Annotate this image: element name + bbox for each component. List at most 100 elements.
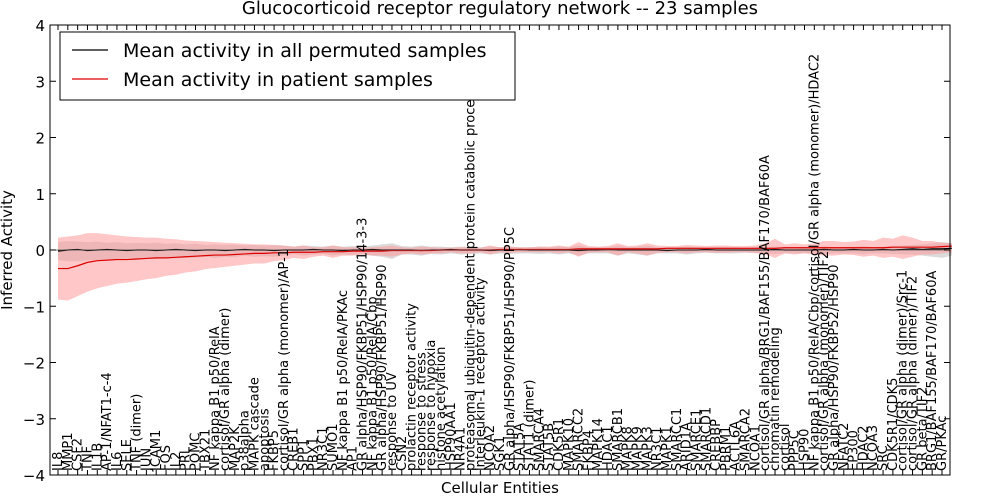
x-tick-label: GR alpha/HSP90/FKBP51/HSP90/14-3-3 — [355, 218, 370, 471]
x-tick-label: cortisol/GR alpha/BRG1/BAF155/BAF170/BAF… — [758, 155, 773, 471]
x-tick-label: SMARCA2 — [739, 408, 754, 471]
x-tick-label: NCOA3 — [866, 425, 881, 471]
x-tick-label: ICAM1 — [149, 430, 164, 471]
x-tick-label: MAPK1 — [660, 426, 675, 471]
x-tick-label: MMP1 — [61, 432, 76, 471]
x-tick-label: cortisol/GR alpha (monomer)/AP-1 — [277, 249, 292, 471]
x-tick-label: SRC — [876, 445, 891, 471]
series-lines — [50, 245, 952, 270]
x-tick-label: apoptosis — [257, 408, 272, 471]
x-tick-label: proteasomal ubiquitin-dependent protein … — [464, 86, 479, 471]
x-tick-label: SGK1 — [493, 436, 508, 471]
x-tick-label: IL1B — [90, 443, 105, 471]
x-tick-label: GR alpha/HSP90/FKBP52/HSP90 — [827, 264, 842, 471]
y-tick-label: 1 — [35, 186, 45, 204]
chart-title: Glucocorticoid receptor regulatory netwo… — [242, 0, 758, 19]
x-tick-label: ARID1A — [680, 422, 695, 471]
x-tick-label: SUMO1 — [326, 424, 341, 472]
x-tick-label: CDK5R1 — [552, 418, 567, 471]
y-tick-label: −4 — [23, 467, 45, 485]
x-tick-label: NR3C1 — [316, 427, 331, 471]
x-tick-label: STAT5B — [542, 423, 557, 471]
x-tick-label: GR alpha/HSP90/FKBP51/HSP90 — [375, 264, 390, 471]
x-tick-label: IL6 — [110, 452, 125, 471]
x-tick-label: BRG1/BAF155/BAF170/BAF60A — [925, 271, 940, 471]
x-tick-label: NCOA2 — [483, 425, 498, 471]
x-tick-label: cortisol — [778, 424, 793, 472]
x-tick-label: MAPK14 — [591, 418, 606, 471]
x-tick-label: NR4A1 — [454, 427, 469, 471]
x-tick-label: SMARCC2 — [572, 408, 587, 471]
y-axis-label: Inferred Activity — [0, 190, 16, 310]
x-tick-label: SELE — [120, 439, 135, 471]
x-tick-label: SPP1 — [297, 439, 312, 471]
x-tick-label: AP-1/NFAT1-c-4 — [100, 372, 115, 471]
x-tick-label: NF kappa B1 p50/RelA/Cbp/cortisol/GR alp… — [807, 54, 822, 471]
x-tick-label: MAPK cascade — [247, 377, 262, 471]
x-tick-label: SMARCC1 — [670, 408, 685, 471]
x-tick-label: MAP2K — [228, 426, 243, 471]
x-tick-label: GR alpha/HSP90/FKBP51/HSP90/PP5C — [503, 227, 518, 471]
x-tick-label: MAPK9 — [631, 426, 646, 471]
x-tick-label: FOS — [159, 445, 174, 471]
y-tick-label: 2 — [35, 130, 45, 148]
x-tick-label: GR beta/TIF2 — [915, 387, 930, 471]
x-tick-label: NF kappa B1 p50/RelA/Cbp — [365, 296, 380, 471]
x-tick-label: STAT1 (dimer) — [522, 380, 537, 471]
x-tick-label: p38alpha — [238, 410, 253, 471]
x-tick-label: PPP5C — [788, 430, 803, 471]
x-tick-label: histone acetylation — [434, 347, 449, 471]
x-tick-label: SMARCB1 — [611, 408, 626, 471]
x-tick-label: cortisol/GR alpha (monomer)/TIF2 — [817, 251, 832, 471]
x-axis-label: Cellular Entities — [441, 479, 559, 497]
x-tick-label: interleukin-1 receptor activity — [473, 277, 488, 471]
x-tick-label: CDK5R1/CDK5 — [886, 378, 901, 471]
x-tick-label: CREBBP — [709, 419, 724, 471]
axis-ticks: −4 −3 −2 −1 0 1 2 3 4 — [23, 17, 950, 485]
x-tick-label: SMARCE1 — [689, 409, 704, 471]
x-tick-label: chromatin remodeling — [768, 327, 783, 471]
x-tick-label: NF kappa B1 p50/RelA — [208, 326, 223, 471]
x-tick-label: cortisol/GR alpha (dimer) — [218, 308, 233, 471]
x-tick-label: response to stress — [414, 352, 429, 471]
x-tick-label: TBX21 — [198, 429, 213, 472]
y-tick-label: 0 — [35, 242, 45, 260]
legend-box — [59, 31, 516, 101]
x-tick-label: MAPK3 — [640, 426, 655, 471]
x-tick-label: HDAC1 — [601, 425, 616, 471]
x-tick-label: STAT5A — [513, 423, 528, 471]
x-tick-label: MAPK8 — [621, 426, 636, 471]
x-tick-label: response to hypoxia — [424, 340, 439, 471]
legend-label-permuted: Mean activity in all permuted samples — [123, 40, 486, 62]
x-tick-label: SMARCA4 — [532, 408, 547, 471]
x-tick-label: PBRM1 — [719, 426, 734, 471]
x-tick-label: TNF — [80, 446, 95, 472]
x-tick-label: response to UV — [385, 372, 400, 471]
y-tick-label: −1 — [23, 298, 45, 316]
x-tick-label: JUN — [139, 448, 154, 472]
x-tick-label: ACTL6A — [729, 421, 744, 471]
x-tick-label: HSP90 — [797, 429, 812, 471]
x-tick-label: GR/PKAc — [935, 416, 950, 471]
x-tick-label: AP1 — [346, 446, 361, 471]
x-tick-label: MAPK10 — [562, 418, 577, 471]
legend-label-patient: Mean activity in patient samples — [123, 69, 433, 91]
x-tick-label: prolactin receptor activity — [405, 303, 420, 471]
line-series-1 — [58, 245, 952, 270]
x-tick-label: EP300 — [847, 430, 862, 471]
y-tick-label: −3 — [23, 411, 45, 429]
x-tick-label: CSN2 — [395, 436, 410, 471]
x-tick-label: FKBP5 — [267, 430, 282, 471]
x-tick-label: PRL — [179, 446, 194, 471]
x-tick-label: TNF (dimer) — [130, 394, 145, 472]
y-tick-label: 3 — [35, 73, 45, 91]
x-tick-label: SMARCD1 — [699, 407, 714, 471]
plot-frame — [49, 24, 951, 476]
x-tick-label: CSF2 — [71, 438, 86, 471]
x-tick-label: FKBP4 — [581, 430, 596, 471]
y-tick-label: −2 — [23, 355, 45, 373]
y-tick-label: 4 — [35, 17, 45, 35]
x-tick-label: POMC — [189, 433, 204, 471]
x-tick-label: IL2 — [169, 452, 184, 471]
